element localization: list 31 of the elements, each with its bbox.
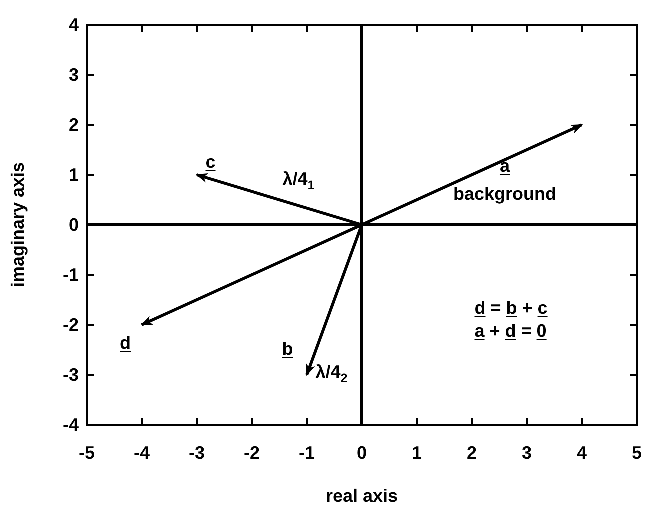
annotation: background [454,185,556,203]
annotation: λ/4$_{1}$ [282,170,315,192]
tick-label: -5 [79,444,95,462]
vector-label: b [282,340,294,358]
tick-label: -2 [62,316,79,334]
tick-label: 2 [467,444,477,462]
tick-label: -2 [244,444,260,462]
tick-label: 1 [412,444,422,462]
tick-label: 3 [522,444,532,462]
tick-label: 3 [68,66,79,84]
axis-title: real axis [326,487,398,505]
tick-label: -1 [62,266,79,284]
vector-label: d [120,334,131,352]
tick-label: -1 [299,444,315,462]
vector-label: c [206,153,216,171]
annotation: λ/4$_{2}$ [316,363,348,385]
tick-label: 4 [577,444,587,462]
axis-title: imaginary axis [9,162,27,288]
vector-label: a [500,157,510,175]
equation: d = b + c [474,298,548,316]
tick-label: 0 [68,216,79,234]
tick-label: 1 [68,166,79,184]
tick-label: 2 [68,116,79,134]
tick-label: 0 [357,444,367,462]
equation: a + d = 0 [474,322,547,340]
tick-label: -3 [189,444,205,462]
tick-label: 4 [68,16,79,34]
tick-label: 5 [632,444,642,462]
tick-label: -4 [134,444,150,462]
tick-label: -3 [62,366,79,384]
tick-label: -4 [62,416,79,434]
